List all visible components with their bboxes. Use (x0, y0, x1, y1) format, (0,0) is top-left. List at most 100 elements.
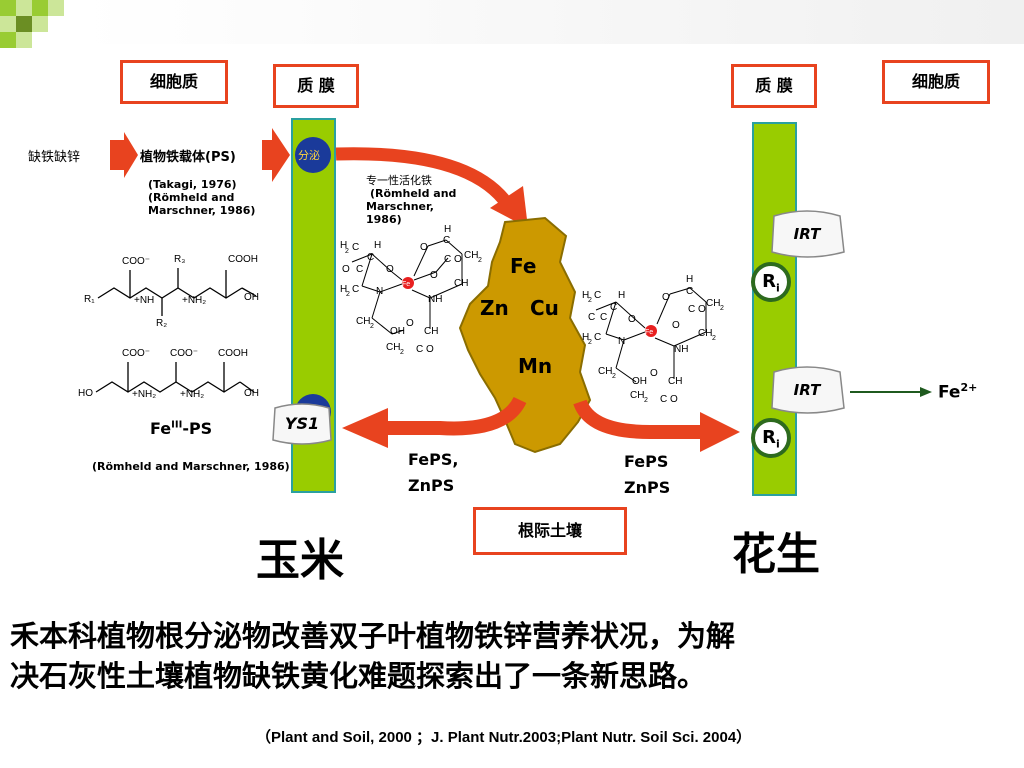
fe-label: Fe (510, 254, 537, 278)
membrane-right-label: 质 膜 (731, 64, 817, 108)
arrow-deficiency (110, 132, 138, 178)
svg-text:O: O (672, 320, 680, 331)
svg-text:Fe: Fe (645, 329, 653, 336)
svg-text:CH: CH (464, 250, 478, 261)
svg-text:2: 2 (720, 305, 724, 312)
mn-label: Mn (518, 354, 553, 378)
svg-text:+NH: +NH (134, 295, 154, 306)
membrane-left-label: 质 膜 (273, 64, 359, 108)
rhizosphere-label: 根际土壤 (473, 507, 627, 555)
svg-text:R₂: R₂ (156, 318, 167, 329)
svg-text:HO: HO (78, 388, 93, 399)
bottom-reference: (Römheld and Marschner, 1986) (92, 460, 290, 473)
svg-text:H: H (374, 240, 381, 251)
svg-text:COOH: COOH (218, 348, 248, 359)
corner-decoration (0, 0, 80, 60)
svg-text:O: O (430, 270, 438, 281)
svg-text:H: H (582, 290, 589, 301)
irt-transporter-1: IRT (768, 208, 846, 260)
cu-label: Cu (530, 296, 559, 320)
takagi-reference: (Takagi, 1976) (Römheld and Marschner, 1… (148, 178, 256, 217)
svg-text:C: C (610, 302, 617, 313)
secretion-transporter (295, 137, 331, 173)
svg-text:COO⁻: COO⁻ (122, 348, 150, 359)
arrow-feps-right (573, 399, 700, 439)
svg-text:O: O (426, 344, 434, 355)
svg-text:O: O (342, 264, 350, 275)
zn-label: Zn (480, 296, 509, 320)
svg-text:OH: OH (244, 388, 259, 399)
svg-text:CH: CH (698, 328, 712, 339)
svg-text:O: O (386, 264, 394, 275)
svg-text:O: O (698, 304, 706, 315)
svg-text:CH: CH (454, 278, 468, 289)
phytosiderophore-label: 植物铁载体(PS) (140, 150, 236, 165)
feiii-ps-label: FeIII-PS (150, 419, 213, 438)
svg-text:O: O (662, 292, 670, 303)
svg-text:R₃: R₃ (174, 254, 185, 265)
conclusion-text: 禾本科植物根分泌物改善双子叶植物铁锌营养状况，为解 决石灰性土壤植物缺铁黄化难题… (10, 619, 736, 693)
svg-text:C: C (594, 332, 601, 343)
secrete-label: 分泌 (298, 149, 320, 162)
svg-text:N: N (376, 286, 383, 297)
svg-text:O: O (670, 394, 678, 405)
svg-text:2: 2 (345, 248, 349, 255)
svg-text:C: C (416, 344, 423, 355)
svg-text:O: O (650, 368, 658, 379)
citation-text: （Plant and Soil, 2000 ；J. Plant Nutr.200… (256, 729, 752, 746)
svg-text:CH: CH (356, 316, 370, 327)
svg-text:CH: CH (706, 298, 720, 309)
svg-text:C: C (444, 254, 451, 265)
svg-text:N: N (618, 336, 625, 347)
svg-text:C: C (660, 394, 667, 405)
svg-text:C: C (600, 312, 607, 323)
svg-text:O: O (406, 318, 414, 329)
svg-text:COOH: COOH (228, 254, 258, 265)
top-stripe (80, 0, 1024, 44)
arrow-to-soil (335, 147, 514, 209)
svg-text:H: H (340, 240, 347, 251)
svg-text:2: 2 (588, 339, 592, 346)
svg-text:CH: CH (424, 326, 438, 337)
ps-structure-2 (95, 362, 255, 393)
svg-text:2: 2 (478, 257, 482, 264)
svg-text:C: C (686, 286, 693, 297)
svg-text:C: C (352, 242, 359, 253)
svg-text:2: 2 (588, 297, 592, 304)
svg-text:H: H (582, 332, 589, 343)
svg-text:H: H (618, 290, 625, 301)
svg-text:O: O (454, 254, 462, 265)
cytoplasm-left-label: 细胞质 (120, 60, 228, 104)
fe2-label: Fe2+ (938, 381, 978, 403)
peanut-label: 花生 (732, 529, 820, 580)
specific-activation-label: 专一性活化铁 (Römheld and Marschner, 1986) (366, 174, 457, 226)
svg-text:R₁: R₁ (84, 294, 95, 305)
svg-text:+NH₂: +NH₂ (180, 389, 204, 400)
svg-text:OH: OH (632, 376, 647, 387)
svg-text:OH: OH (244, 292, 259, 303)
arrow-ps (262, 128, 290, 182)
reductase-1: Ri (751, 262, 791, 302)
svg-text:2: 2 (712, 335, 716, 342)
arrow-feps-left (380, 396, 527, 436)
svg-text:2: 2 (370, 323, 374, 330)
svg-text:+NH₂: +NH₂ (132, 389, 156, 400)
svg-text:COO⁻: COO⁻ (122, 256, 150, 267)
svg-text:Fe: Fe (402, 281, 410, 288)
svg-text:2: 2 (612, 373, 616, 380)
svg-text:NH: NH (428, 294, 442, 305)
svg-text:CH: CH (386, 342, 400, 353)
cytoplasm-right-label: 细胞质 (882, 60, 990, 104)
svg-text:NH: NH (674, 344, 688, 355)
svg-text:OH: OH (390, 326, 405, 337)
svg-text:CH: CH (630, 390, 644, 401)
svg-text:C: C (352, 284, 359, 295)
svg-text:C: C (443, 235, 450, 246)
reductase-2: Ri (751, 418, 791, 458)
soil-blob (458, 216, 592, 454)
irt-transporter-2: IRT (768, 364, 846, 416)
ys1-label-box: YS1 (271, 402, 333, 446)
svg-text:C: C (588, 312, 595, 323)
svg-text:CH: CH (598, 366, 612, 377)
